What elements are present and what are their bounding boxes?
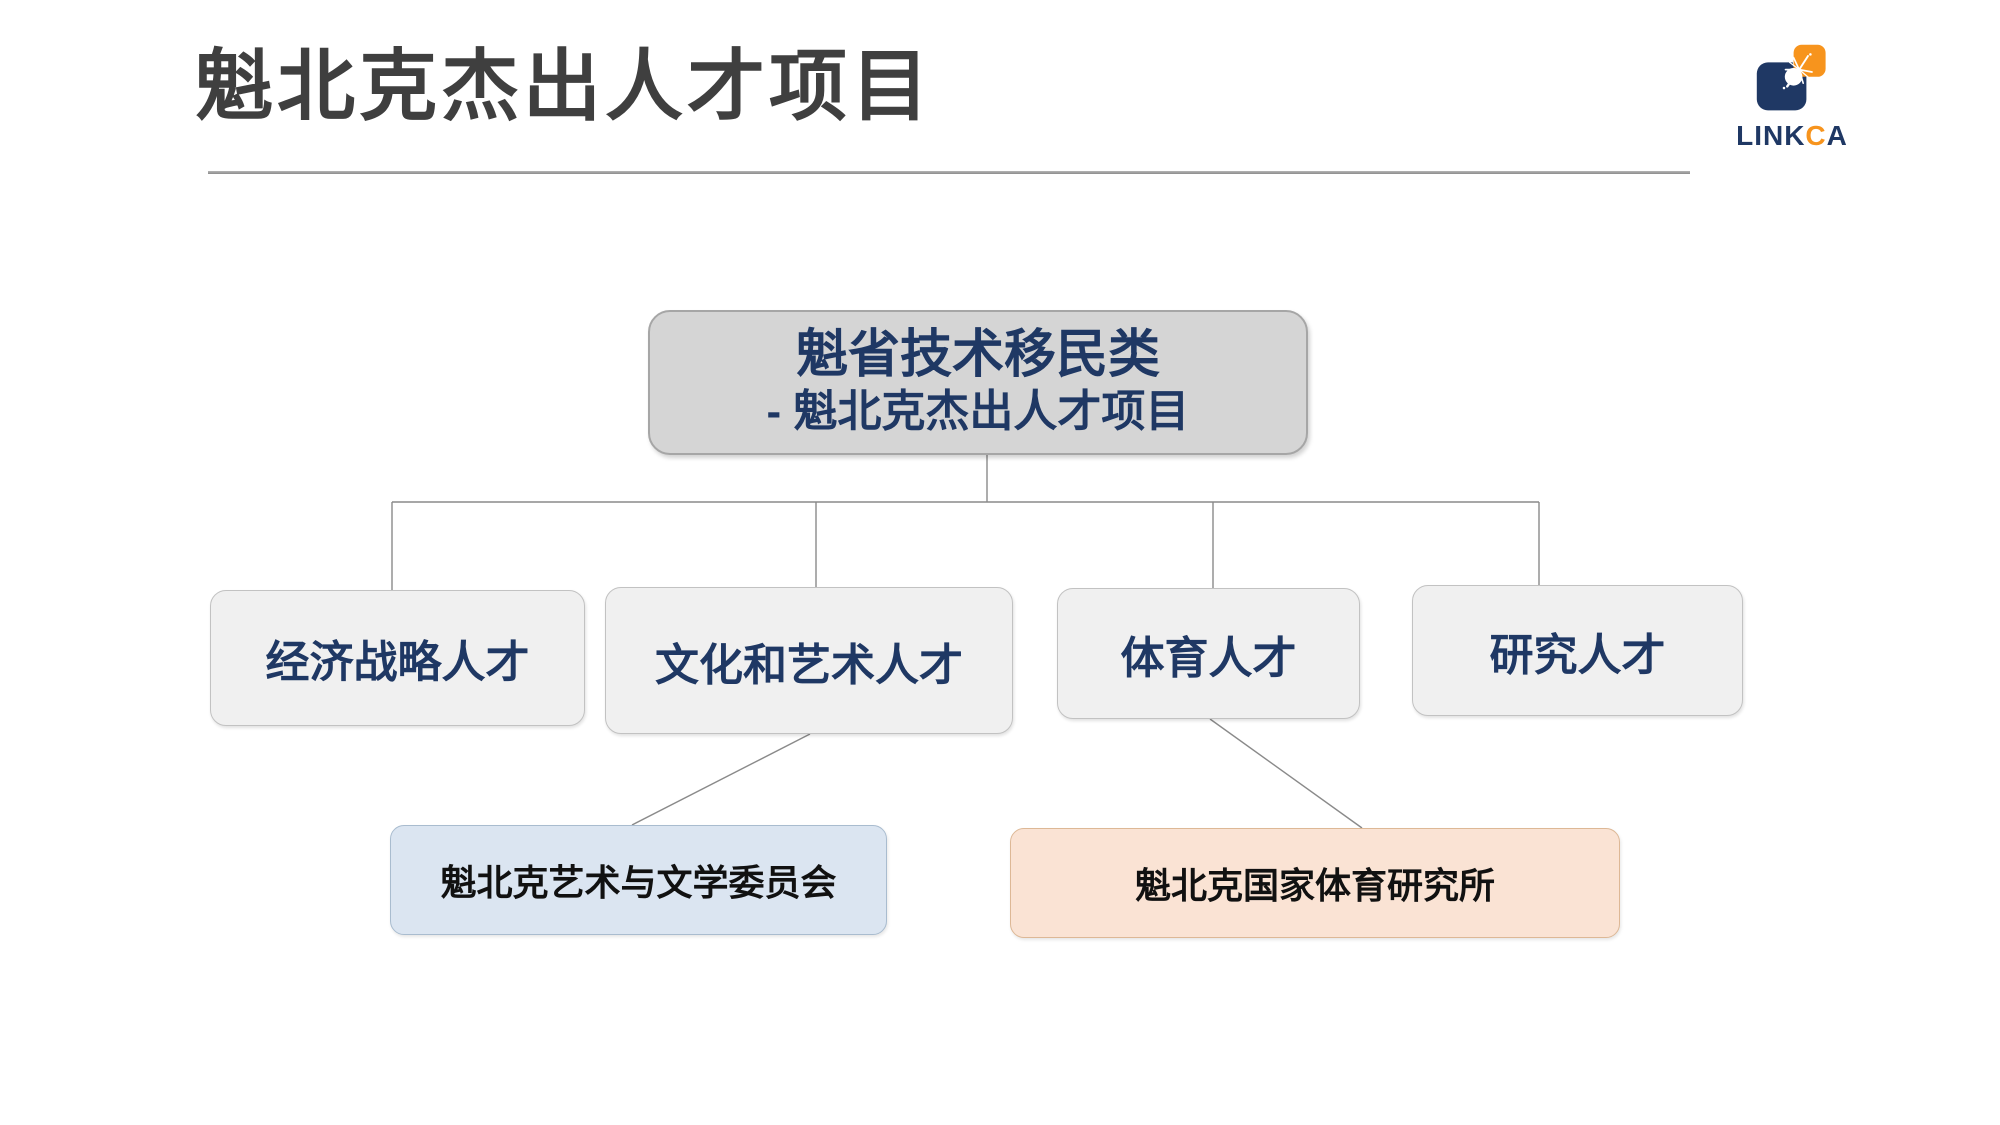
org-node-label: 体育人才 — [1120, 633, 1297, 683]
org-node-label: 魁北克艺术与文学委员会 — [440, 862, 837, 903]
org-node-sports-talent: 体育人才 — [1057, 588, 1360, 719]
org-node-research-talent: 研究人才 — [1412, 585, 1743, 716]
logo-text-link: LINK — [1736, 120, 1806, 151]
org-node-label: 文化和艺术人才 — [655, 640, 963, 690]
page-title: 魁北克杰出人才项目 — [195, 42, 934, 130]
org-node-label: 魁北克国家体育研究所 — [1134, 865, 1495, 906]
org-node-label: 研究人才 — [1489, 630, 1666, 680]
connector-culture-to-council — [631, 733, 811, 826]
org-node-root-subtitle: - 魁北克杰出人才项目 — [766, 387, 1190, 436]
logo-text-a: A — [1826, 120, 1848, 151]
org-node-economic-talent: 经济战略人才 — [210, 590, 585, 726]
org-node-arts-literature-council: 魁北克艺术与文学委员会 — [390, 825, 887, 935]
linkca-logo: LINKCA — [1712, 40, 1872, 152]
logo-text-c: C — [1805, 120, 1827, 151]
linkca-starburst-icon — [1756, 44, 1826, 111]
linkca-wordmark: LINKCA — [1712, 120, 1872, 152]
org-node-culture-arts-talent: 文化和艺术人才 — [605, 587, 1013, 734]
org-node-national-sports-institute: 魁北克国家体育研究所 — [1010, 828, 1620, 938]
connector-sports-to-institute — [1209, 718, 1363, 829]
org-node-root: 魁省技术移民类 - 魁北克杰出人才项目 — [648, 310, 1308, 455]
org-node-root-title: 魁省技术移民类 — [795, 326, 1160, 385]
org-node-label: 经济战略人才 — [265, 638, 530, 687]
title-underline — [208, 171, 1690, 174]
